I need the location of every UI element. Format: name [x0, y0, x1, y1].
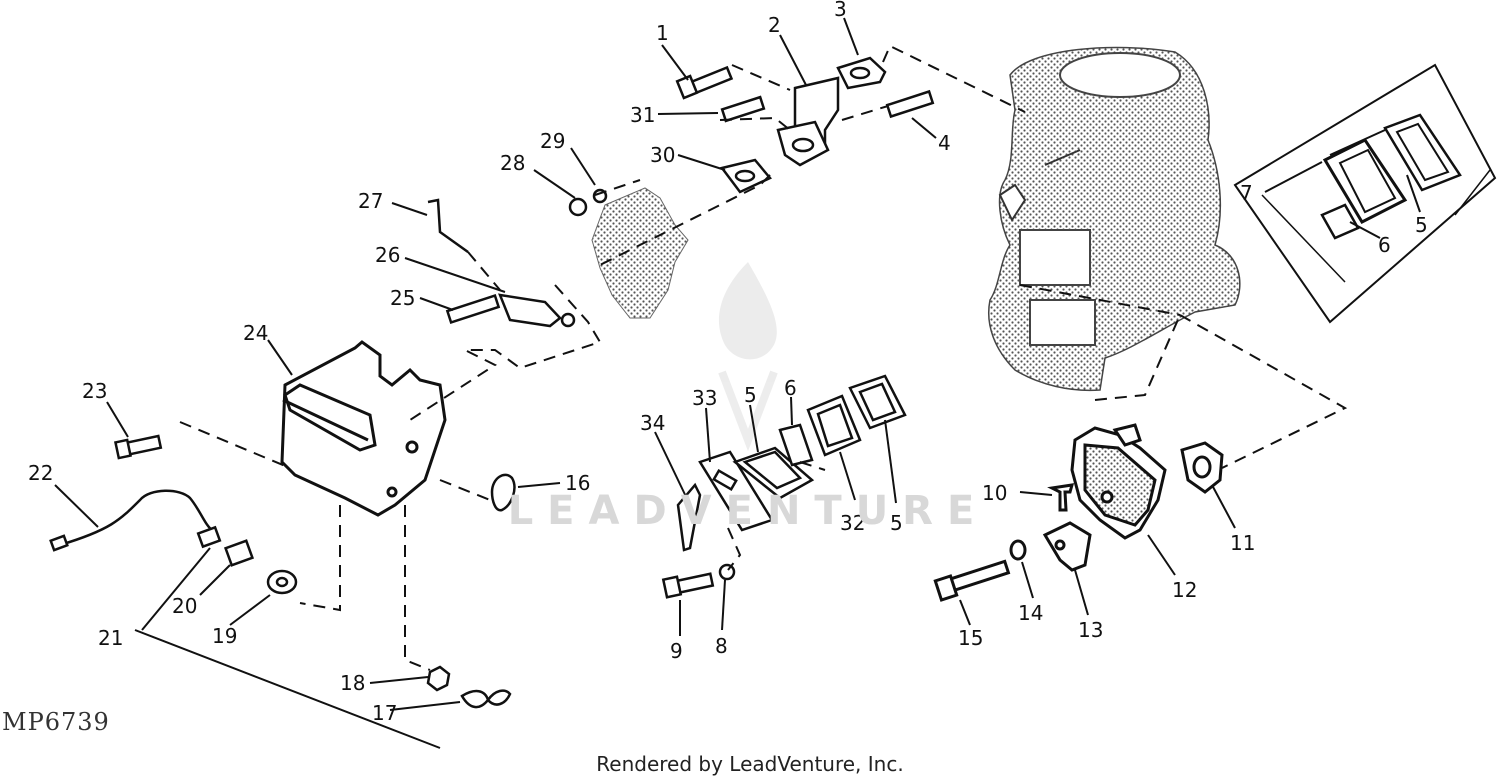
callout-29: 29: [540, 129, 565, 153]
link-parts: [427, 198, 576, 328]
callout-31: 31: [630, 103, 655, 127]
callout-8: 8: [715, 634, 728, 658]
callout-18: 18: [340, 671, 365, 695]
callout-5-inset: 5: [1415, 213, 1428, 237]
callout-26: 26: [375, 243, 400, 267]
callout-12: 12: [1172, 578, 1197, 602]
callout-34: 34: [640, 411, 665, 435]
upper-parts: [568, 56, 935, 217]
callout-16: 16: [565, 471, 590, 495]
callout-labels: 1 2 3 4 31 30 28 29 27 26 25 24 23 22 21…: [28, 0, 1428, 725]
callout-15: 15: [958, 626, 983, 650]
callout-19: 19: [212, 624, 237, 648]
callout-2: 2: [768, 13, 781, 37]
callout-6-inset: 6: [1378, 233, 1391, 257]
callout-9: 9: [670, 639, 683, 663]
callout-7: 7: [1240, 181, 1253, 205]
callout-6-mid: 6: [784, 376, 797, 400]
watermark-logo: [718, 262, 778, 452]
kit-inset-box: [1233, 63, 1497, 324]
callout-14: 14: [1018, 601, 1043, 625]
drawing-id: MP6739: [2, 708, 110, 736]
callout-24: 24: [243, 321, 268, 345]
callout-22: 22: [28, 461, 53, 485]
small-hardware: [426, 473, 516, 709]
callout-20: 20: [172, 594, 197, 618]
callout-13: 13: [1078, 618, 1103, 642]
watermark-text: LEADVENTURE: [507, 488, 989, 534]
callout-21: 21: [98, 626, 123, 650]
gasket-group: [661, 374, 907, 599]
assembly-lines: [179, 44, 1348, 671]
muffler-assembly: [933, 423, 1224, 602]
callout-5-right: 5: [890, 511, 903, 535]
callout-5-mid: 5: [744, 383, 757, 407]
callout-27: 27: [358, 189, 383, 213]
callout-4: 4: [938, 131, 951, 155]
callout-17: 17: [372, 701, 397, 725]
cap-screw-23: [113, 434, 163, 460]
callout-10: 10: [982, 481, 1007, 505]
callout-32: 32: [840, 511, 865, 535]
callout-33: 33: [692, 386, 717, 410]
callout-11: 11: [1230, 531, 1255, 555]
callout-30: 30: [650, 143, 675, 167]
leader-lines: [54, 17, 1421, 749]
engine-block: [988, 46, 1241, 392]
callout-23: 23: [82, 379, 107, 403]
callout-1: 1: [656, 21, 669, 45]
footer-credit: Rendered by LeadVenture, Inc.: [596, 752, 904, 776]
carburetor-area: [591, 187, 689, 319]
wire-harness: [49, 489, 298, 595]
muffler-shield: [280, 340, 447, 517]
callout-3: 3: [834, 0, 847, 21]
callout-28: 28: [500, 151, 525, 175]
callout-25: 25: [390, 286, 415, 310]
